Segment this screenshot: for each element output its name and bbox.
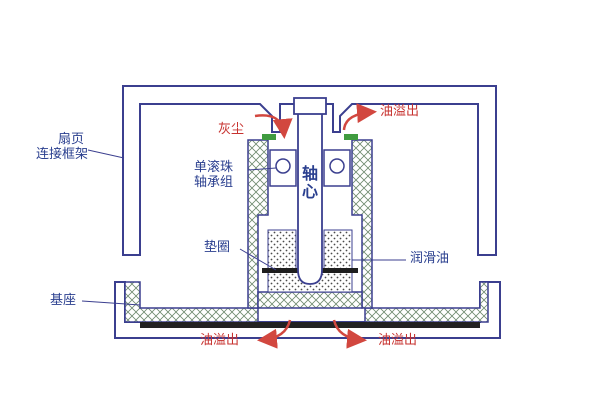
shaft-core — [297, 103, 323, 285]
oil-overflow-arrow-top — [342, 103, 377, 131]
base-wall-left — [124, 281, 259, 323]
label-washer: 垫圈 — [204, 240, 231, 255]
label-bearing-group-line2: 轴承组 — [194, 175, 234, 190]
bearing-ball-right — [329, 158, 345, 174]
label-oil-overflow-bottom-left: 油溢出 — [200, 333, 240, 348]
label-base: 基座 — [50, 293, 77, 308]
bearing-housing-right — [351, 139, 373, 309]
label-oil-overflow-bottom-right: 油溢出 — [378, 333, 418, 348]
leader-frame — [87, 149, 125, 159]
label-bearing-group: 单滚珠 轴承组 — [194, 160, 233, 190]
label-lubricant: 润滑油 — [410, 251, 450, 266]
label-fan-blade-frame-line1: 扇页 — [58, 132, 85, 147]
label-oil-overflow-top: 油溢出 — [380, 104, 420, 119]
oil-overflow-arrow-bottom-right — [332, 319, 367, 349]
fan-blade-frame — [122, 85, 497, 256]
label-shaft-core-line1: 轴 — [301, 164, 318, 183]
bearing-housing-bottom — [257, 291, 363, 309]
base-plate — [140, 322, 480, 328]
leader-bearing — [247, 167, 277, 171]
lubricant-left — [267, 229, 297, 271]
base-wall-right — [364, 281, 489, 323]
bearing-ball-left — [275, 158, 291, 174]
shaft-cap — [293, 97, 327, 115]
leader-base — [81, 300, 141, 306]
label-fan-blade-frame: 扇页 连接框架 — [36, 132, 88, 162]
oil-overflow-arrow-bottom-left — [257, 319, 292, 349]
label-shaft-core-line2: 心 — [301, 182, 318, 201]
bearing-housing-left — [247, 139, 269, 309]
dust-arrow — [254, 114, 293, 139]
leader-washer — [239, 248, 277, 271]
label-bearing-group-line1: 单滚珠 — [194, 160, 234, 175]
label-fan-blade-frame-line2: 连接框架 — [36, 147, 89, 162]
seal-right — [344, 134, 358, 140]
label-dust: 灰尘 — [218, 122, 245, 137]
lubricant-right — [323, 229, 353, 271]
label-shaft-core: 轴 心 — [300, 165, 320, 201]
seal-left — [262, 134, 276, 140]
